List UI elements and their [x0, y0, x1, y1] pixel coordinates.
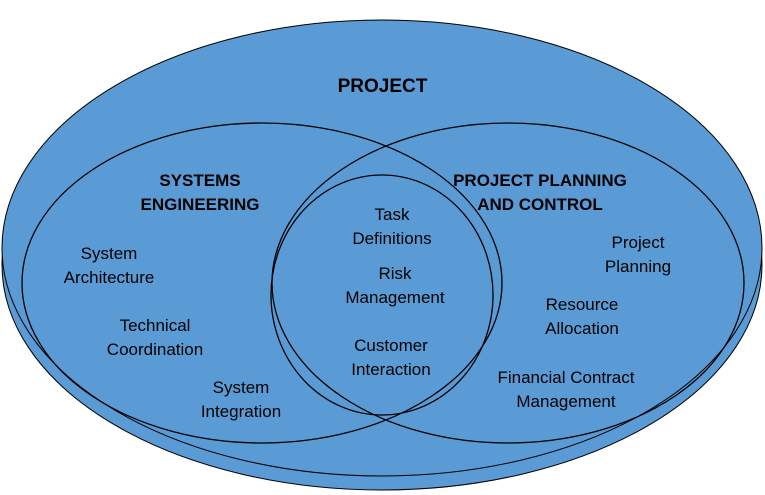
- right-item-line1: Resource: [545, 295, 619, 314]
- left-item-system-integration: System Integration: [171, 376, 311, 424]
- center-item-customer-interaction: Customer Interaction: [321, 334, 461, 382]
- left-item-line1: System: [80, 244, 138, 263]
- project-title: PROJECT: [0, 75, 765, 99]
- project-planning-title: PROJECT PLANNING AND CONTROL: [440, 169, 640, 217]
- project-planning-title-line1: PROJECT PLANNING: [453, 171, 627, 190]
- left-item-line2: Integration: [200, 402, 282, 421]
- left-item-line2: Coordination: [106, 340, 204, 359]
- center-item-line2: Interaction: [351, 360, 431, 379]
- left-item-system-architecture: System Architecture: [39, 242, 179, 290]
- systems-engineering-title-line1: SYSTEMS: [159, 171, 241, 190]
- right-item-line1: Financial Contract: [497, 368, 635, 387]
- right-item-line2: Planning: [604, 257, 672, 276]
- center-item-line2: Management: [345, 288, 445, 307]
- left-item-line1: System: [212, 378, 270, 397]
- project-planning-title-line2: AND CONTROL: [477, 195, 603, 214]
- right-item-project-planning: Project Planning: [568, 231, 708, 279]
- right-item-resource-allocation: Resource Allocation: [512, 293, 652, 341]
- systems-engineering-ellipse: [21, 122, 503, 444]
- left-item-line1: Technical: [119, 316, 191, 335]
- systems-engineering-title: SYSTEMS ENGINEERING: [110, 169, 290, 217]
- left-item-line2: Architecture: [63, 268, 155, 287]
- project-ellipse: [1, 19, 763, 477]
- center-item-task-definitions: Task Definitions: [322, 203, 462, 251]
- center-item-line1: Customer: [354, 336, 428, 355]
- center-circle: [270, 174, 494, 416]
- project-title-text: PROJECT: [337, 76, 428, 97]
- center-item-line1: Risk: [378, 264, 412, 283]
- center-item-line1: Task: [374, 205, 410, 224]
- systems-engineering-title-line2: ENGINEERING: [140, 195, 260, 214]
- right-item-line1: Project: [611, 233, 665, 252]
- center-item-risk-management: Risk Management: [325, 262, 465, 310]
- right-item-line2: Management: [516, 392, 616, 411]
- center-item-line2: Definitions: [352, 229, 432, 248]
- left-item-technical-coordination: Technical Coordination: [85, 314, 225, 362]
- right-item-financial-contract-management: Financial Contract Management: [476, 366, 656, 414]
- right-item-line2: Allocation: [545, 319, 619, 338]
